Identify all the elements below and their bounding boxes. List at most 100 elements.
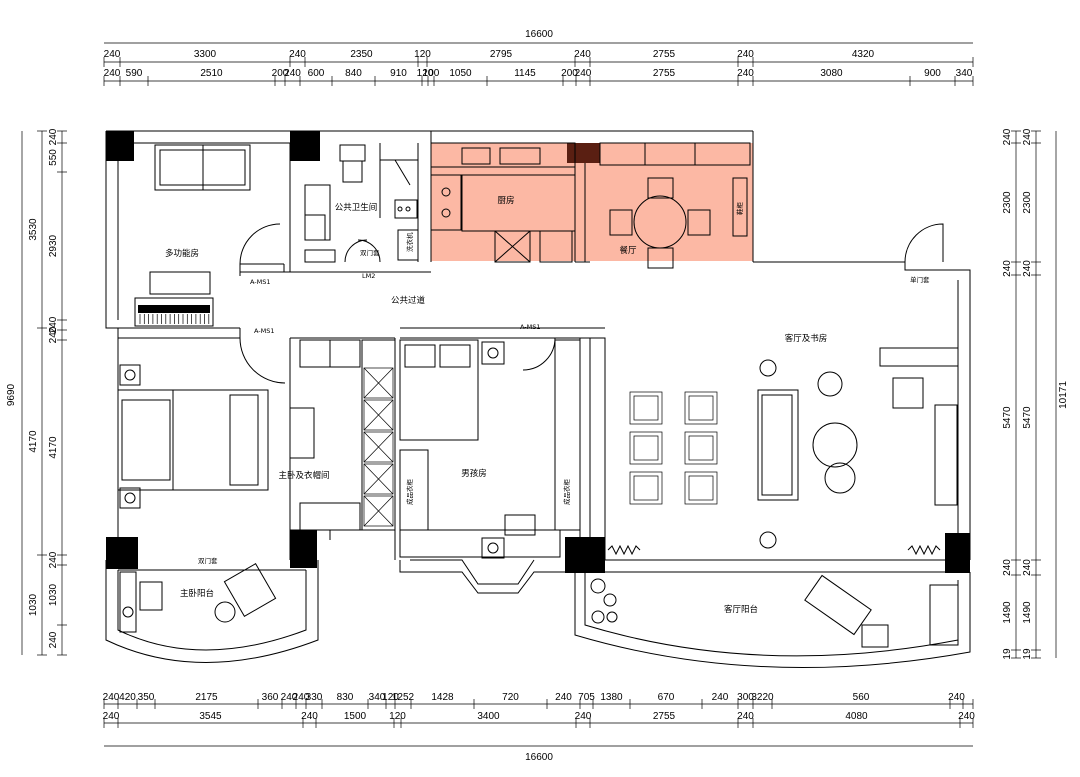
column (567, 143, 600, 163)
dimension-label: 240 (48, 128, 59, 145)
dimension-label: 840 (345, 68, 362, 79)
dimension-label: 1252 (392, 692, 415, 703)
room-master: 主卧及衣帽间 (278, 470, 329, 481)
dimension-label: 1380 (600, 692, 623, 703)
label-wardrobe-2: 成品衣柜 (562, 479, 571, 506)
dimension-label: 240 (737, 711, 754, 722)
dimension-label: 240 (289, 49, 306, 60)
dimension-label: 1030 (48, 583, 59, 606)
dimension-label: 1145 (514, 68, 536, 79)
dimension-label: 340 (369, 692, 386, 703)
dimension-label: 3400 (477, 711, 500, 722)
dimension-label: 300 (737, 692, 754, 703)
dimension-label: 240 (574, 49, 591, 60)
room-living-balcony: 客厅阳台 (724, 604, 758, 615)
dimension-label: 240 (104, 68, 121, 79)
dimension-label: 4170 (48, 436, 59, 459)
dimension-label: 240 (281, 692, 298, 703)
multi-room-furniture (134, 144, 251, 327)
dimension-label: 19 (1002, 648, 1013, 660)
balcony-furniture (119, 562, 959, 648)
dimension-label: 600 (308, 68, 325, 79)
top-total-dim: 16600 (525, 29, 553, 40)
balconies (105, 560, 971, 668)
left-total-dim: 9690 (6, 383, 17, 406)
label-am3: A-MS1 (520, 323, 541, 331)
dining-furniture (599, 142, 751, 269)
room-bath: 公共卫生间 (335, 202, 378, 213)
dimension-label: 1050 (449, 68, 472, 79)
dimension-label: 3080 (820, 68, 843, 79)
label-single-door: 单门套 (910, 275, 930, 284)
dimension-label: 240 (48, 551, 59, 568)
dimension-label: 2350 (350, 49, 373, 60)
dimension-label: 240 (103, 711, 120, 722)
window-sliders (607, 544, 941, 556)
kitchen-fixtures (430, 142, 576, 263)
dimension-label: 560 (853, 692, 870, 703)
dimension-label: 330 (306, 692, 323, 703)
dimension-label: 360 (262, 692, 279, 703)
structural-columns (106, 131, 970, 573)
master-bedroom-furniture (117, 339, 396, 531)
label-wardrobe-1: 成品衣柜 (405, 479, 414, 506)
dimension-label: 2755 (653, 68, 676, 79)
dimension-label: 240 (737, 68, 754, 79)
dimension-label: 705 (578, 692, 595, 703)
dimension-label: 200 (272, 68, 289, 79)
dimension-label: 240 (1022, 260, 1033, 277)
dimension-label: 3300 (194, 49, 217, 60)
right-dimensions: 2402300240547024014901924023002405470240… (1002, 128, 1069, 659)
room-master-balcony: 主卧阳台 (180, 588, 214, 599)
dimension-label: 590 (126, 68, 143, 79)
dimension-label: 240 (1002, 260, 1013, 277)
dimension-label: 2755 (653, 49, 676, 60)
dimension-label: 240 (575, 711, 592, 722)
dimension-label: 240 (555, 692, 572, 703)
label-am2: A-MS1 (254, 327, 275, 335)
dimension-label: 1428 (431, 692, 454, 703)
dimension-label: 1030 (28, 593, 39, 616)
dimension-label: 120 (414, 49, 431, 60)
dimension-label: 240 (1002, 128, 1013, 145)
dimension-label: 120 (389, 711, 406, 722)
dimension-label: 120 (382, 692, 399, 703)
dimension-label: 2300 (1022, 191, 1033, 214)
dimension-label: 240 (1002, 559, 1013, 576)
dimension-label: 200 (561, 68, 578, 79)
room-labels: 多功能房 公共卫生间 厨房 餐厅 公共过道 主卧及衣帽间 男孩房 客厅及书房 主… (165, 195, 827, 615)
dimension-label: 2755 (653, 711, 676, 722)
dimension-label: 900 (924, 68, 941, 79)
right-total-dim: 10171 (1058, 381, 1069, 409)
dimension-label: 2930 (48, 234, 59, 257)
dimension-label: 240 (948, 692, 965, 703)
column (106, 131, 134, 161)
dimension-label: 240 (284, 68, 301, 79)
dimension-label: 240 (1022, 128, 1033, 145)
dimension-label: 4080 (845, 711, 868, 722)
dimension-label: 240 (103, 692, 120, 703)
room-kitchen: 厨房 (497, 195, 514, 206)
label-double-door-2: 双门套 (198, 556, 218, 565)
dimension-label: 350 (138, 692, 155, 703)
label-double-door-1: 双门套 (360, 248, 380, 257)
dimension-label: 4170 (28, 430, 39, 453)
dimension-label: 2795 (490, 49, 513, 60)
label-lm2: LM2 (362, 272, 375, 280)
dimension-label: 670 (658, 692, 675, 703)
dimension-label: 2510 (200, 68, 223, 79)
dimension-label: 1490 (1002, 601, 1013, 624)
dimension-label: 2300 (1002, 191, 1013, 214)
bottom-total-dim: 16600 (525, 752, 553, 763)
dimension-label: 240 (737, 49, 754, 60)
column (565, 537, 605, 573)
dimension-label: 240 (712, 692, 729, 703)
dimension-label: 3530 (28, 218, 39, 241)
dimension-label: 3545 (199, 711, 222, 722)
dimension-label: 2175 (195, 692, 218, 703)
dimension-label: 1500 (344, 711, 367, 722)
dimension-label: 240 (958, 711, 975, 722)
dimension-label: 340 (956, 68, 973, 79)
